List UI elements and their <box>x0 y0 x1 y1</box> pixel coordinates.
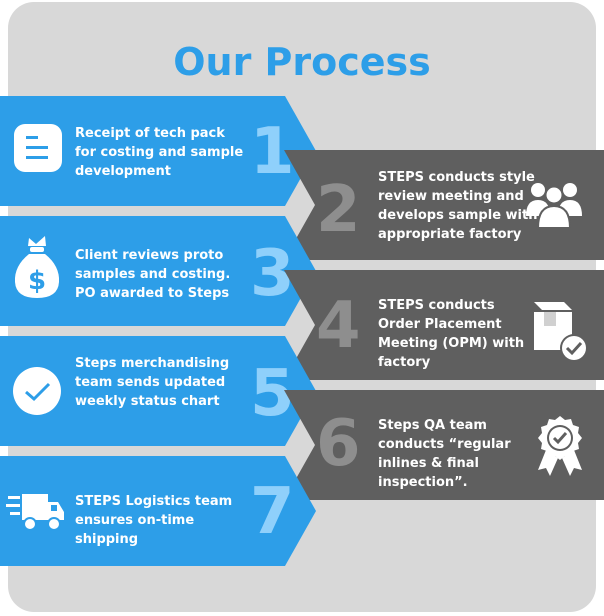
step-2: 2 STEPS conducts style review meeting an… <box>284 150 604 260</box>
page-title: Our Process <box>173 40 431 84</box>
step-4: 4 STEPS conducts Order Placement Meeting… <box>284 270 604 380</box>
check-circle-icon <box>12 366 62 421</box>
delivery-truck-icon <box>6 490 66 539</box>
step-6-text: Steps QA team conducts “regular inlines … <box>378 418 511 490</box>
step-2-shape <box>284 150 604 260</box>
step-2-text: STEPS conducts style review meeting and … <box>378 170 538 242</box>
step-5-shape <box>0 336 316 446</box>
step-3: $ Client reviews proto samples and costi… <box>0 216 320 326</box>
step-6-shape <box>284 390 604 500</box>
step-1-text: Receipt of tech pack for costing and sam… <box>75 126 244 179</box>
step-1: Receipt of tech pack for costing and sam… <box>0 96 320 206</box>
money-bag-icon: $ <box>12 232 62 305</box>
svg-text:$: $ <box>28 266 46 296</box>
step-5-text: Steps merchandising team sends updated w… <box>75 356 230 409</box>
step-4-shape <box>284 270 604 380</box>
step-7-shape <box>0 456 316 566</box>
step-4-text: STEPS conducts Order Placement Meeting (… <box>378 298 525 370</box>
step-2-number: 2 <box>316 173 361 247</box>
step-1-shape <box>0 96 316 206</box>
box-check-icon <box>528 296 590 369</box>
step-6-number: 6 <box>316 407 361 481</box>
step-5: Steps merchandising team sends updated w… <box>0 336 320 446</box>
step-7-text: STEPS Logistics team ensures on-time shi… <box>75 494 233 547</box>
step-3-text: Client reviews proto samples and costing… <box>75 248 231 301</box>
document-icon <box>12 122 64 179</box>
step-3-shape <box>0 216 316 326</box>
award-badge-icon <box>532 414 588 483</box>
step-6: 6 Steps QA team conducts “regular inline… <box>284 390 604 500</box>
step-4-number: 4 <box>316 289 361 363</box>
step-7: STEPS Logistics team ensures on-time shi… <box>0 456 320 566</box>
step-7-number: 7 <box>250 475 295 549</box>
team-icon <box>524 178 584 235</box>
